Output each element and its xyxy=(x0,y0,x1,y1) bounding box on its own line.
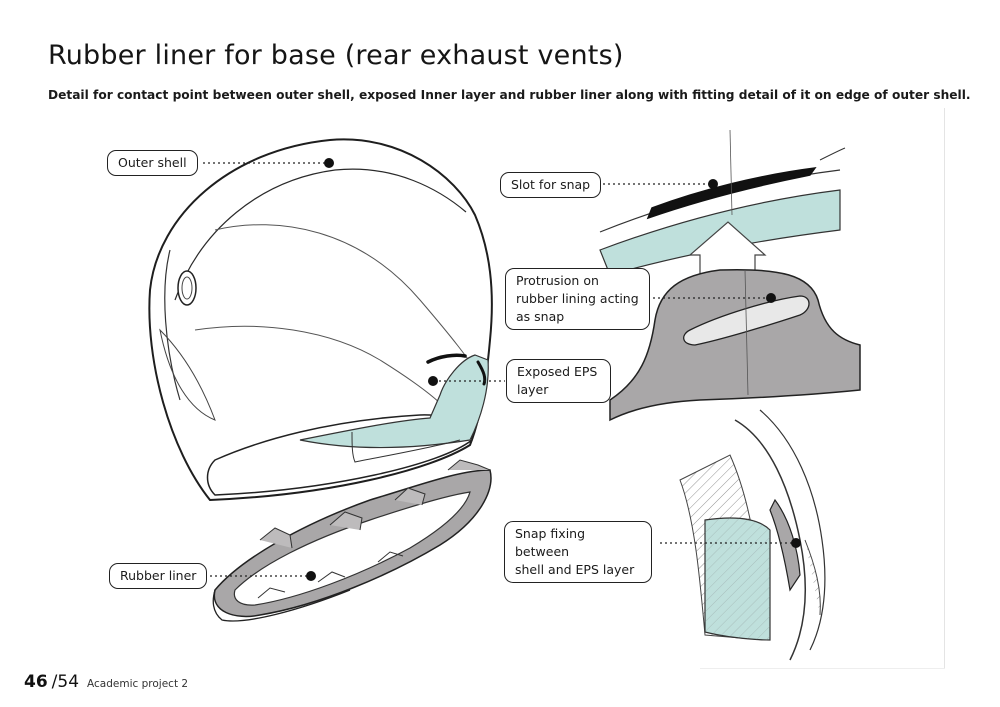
callout-line: as snap xyxy=(516,309,565,324)
page-title: Rubber liner for base (rear exhaust vent… xyxy=(48,40,624,71)
leader-lines xyxy=(203,158,801,581)
slot-detail-drawing xyxy=(599,129,861,422)
callout-text: Slot for snap xyxy=(511,177,591,192)
callout-text: Rubber liner xyxy=(120,568,197,583)
pointer-dot xyxy=(791,538,801,548)
callout-snap-fixing: Snap fixing between shell and EPS layer xyxy=(504,521,652,583)
page-footer: 46/54 Academic project 2 xyxy=(24,672,188,692)
callout-line: rubber lining acting xyxy=(516,291,639,306)
cross-section-drawing xyxy=(679,409,826,661)
page-number: 46 xyxy=(24,672,48,692)
frame-divider xyxy=(944,108,945,668)
callout-outer-shell: Outer shell xyxy=(107,150,198,176)
pointer-dot xyxy=(306,571,316,581)
rubber-liner-drawing xyxy=(212,459,492,622)
pointer-dot xyxy=(766,293,776,303)
pointer-dot xyxy=(428,376,438,386)
callout-line: layer xyxy=(517,382,549,397)
callout-protrusion: Protrusion on rubber lining acting as sn… xyxy=(505,268,650,330)
callout-line: Exposed EPS xyxy=(517,364,598,379)
callout-slot-for-snap: Slot for snap xyxy=(500,172,602,198)
callout-rubber-liner: Rubber liner xyxy=(109,563,208,589)
page-total: /54 xyxy=(51,672,80,692)
callout-line: Snap fixing between xyxy=(515,526,586,559)
page-subtitle: Detail for contact point between outer s… xyxy=(48,88,971,102)
project-name: Academic project 2 xyxy=(87,678,189,690)
pointer-dot xyxy=(708,179,718,189)
callout-exposed-eps: Exposed EPS layer xyxy=(506,359,611,403)
frame-divider-bottom xyxy=(700,668,945,669)
pointer-dot xyxy=(324,158,334,168)
helmet-drawing xyxy=(148,138,493,502)
callout-text: Outer shell xyxy=(118,155,187,170)
callout-line: shell and EPS layer xyxy=(515,562,635,577)
callout-line: Protrusion on xyxy=(516,273,599,288)
